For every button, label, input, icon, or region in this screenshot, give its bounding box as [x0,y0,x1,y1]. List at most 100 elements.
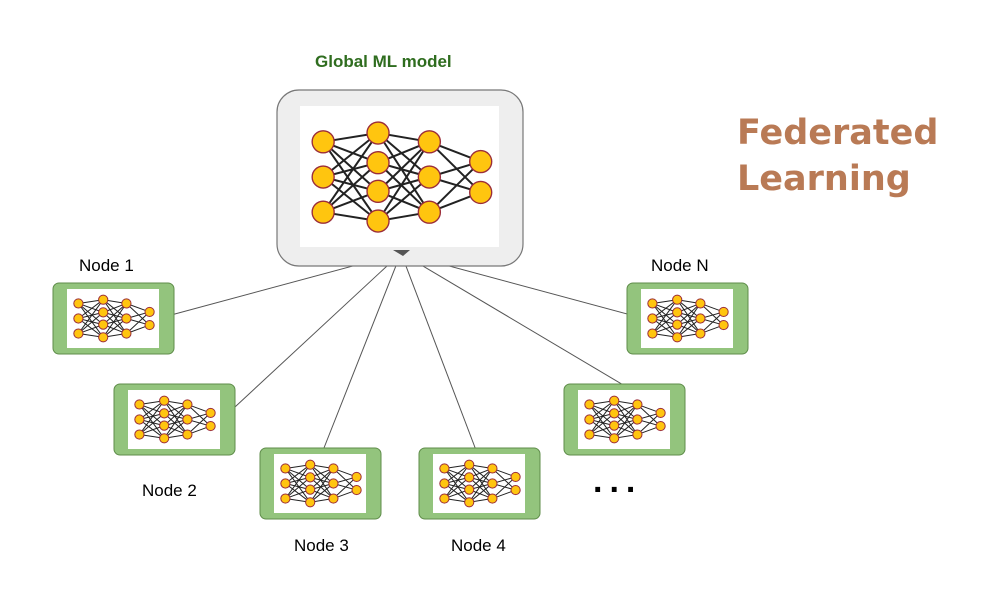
node-1-box [52,282,175,355]
global-model-network-edge [428,141,482,194]
node-n-box [626,282,749,355]
global-model-network-edge [322,161,379,213]
node-network-neuron [647,313,658,324]
node-network-neurons [439,459,521,508]
node-network-edge [444,477,470,499]
node-network-neuron [464,459,475,470]
node-network-edge [588,404,615,439]
node-3-box [259,447,382,520]
node-network-neuron [98,332,109,343]
node-network-neuron [134,414,145,425]
node-network-edge [78,318,104,338]
uplink-port-icon [393,250,410,256]
node-network-neuron [159,433,170,444]
node-network-edge [588,400,615,435]
node-network-neuron [328,463,339,474]
node-more-box [563,383,686,456]
link-line [400,252,626,387]
node-network-neuron [159,395,170,406]
global-model-network-neuron [311,165,335,189]
node-network-edge [613,404,638,426]
node-network-edge [78,299,104,319]
node-network-neuron [439,463,450,474]
node-network-neuron [584,429,595,440]
node-network-edge [126,311,150,334]
node-network-neuron [609,433,620,444]
node-network-neuron [632,414,643,425]
node-network-edge [285,477,311,499]
node-network-neurons [647,294,729,343]
global-model-network-neuron [366,121,390,145]
node-network-edge [309,468,334,490]
node-network-edge [309,477,334,499]
node-network-neuron [134,399,145,410]
node-network-neuron [73,328,84,339]
node-network-neuron [280,463,291,474]
node-network-neuron [305,497,316,508]
node-network-edge [492,476,516,499]
node-network-edge [102,312,127,334]
node-network-neuron [487,463,498,474]
client-nodes [52,282,749,520]
node-network-neuron [647,298,658,309]
node-network-edge [613,404,638,439]
node-network-neuron [73,298,84,309]
headline-line-2: Learning [737,159,911,199]
global-model-network-neuron [417,165,442,189]
node-network-neuron [134,429,145,440]
node-network-neuron [280,493,291,504]
node-3-label: Node 3 [294,536,349,555]
global-model-box [276,89,524,267]
node-network-neuron [718,306,729,318]
global-model-title: Global ML model [315,52,452,71]
node-network-neuron [510,484,521,496]
node-network-neuron [464,497,475,508]
node-network-edge [333,468,357,491]
node-network-edge [652,303,678,325]
global-model-network-neuron [366,151,390,175]
headline-line-1: Federated [737,113,939,153]
node-network-neuron [205,420,216,432]
node-network-neurons [134,395,216,444]
node-network-edge [284,464,311,499]
node-network-edge [285,464,311,484]
node-network-edge [309,464,334,499]
node-network-neuron [159,420,170,431]
node-network-neuron [655,407,666,419]
node-network-edge [589,419,615,439]
node-network-neuron [647,328,658,339]
node-network-neuron [182,399,193,410]
node-network-neuron [121,298,132,309]
global-model-network-neuron [366,209,390,233]
node-network-edge [443,468,470,503]
node-network-neuron [439,493,450,504]
global-model-network-edge [322,141,379,193]
node-network-edge [77,303,104,338]
node-network-neuron [144,306,155,318]
node-n-label: Node N [651,256,709,275]
node-network-edge [468,464,493,499]
node-network-neurons [584,395,666,444]
node-network-edge [187,412,211,435]
node-network-neuron [632,399,643,410]
node-network-edge [139,419,165,439]
node-network-edge [468,468,493,490]
node-network-edge [676,299,701,334]
node-network-neuron [305,459,316,470]
node-network-neuron [487,478,498,489]
node-network-neuron [328,493,339,504]
global-model-network-edge [322,176,379,222]
node-network-edge [444,468,470,490]
node-network-neuron [718,319,729,331]
node-network-neuron [609,408,620,419]
node-network-edge [163,404,188,426]
node-network-edge [700,303,724,326]
node-network-neuron [655,420,666,432]
node-network-neuron [144,319,155,331]
node-network-neuron [510,471,521,483]
global-model-network-neurons [311,121,493,233]
node-4-label: Node 4 [451,536,506,555]
node-network-neuron [487,493,498,504]
node-network-neuron [672,332,683,343]
